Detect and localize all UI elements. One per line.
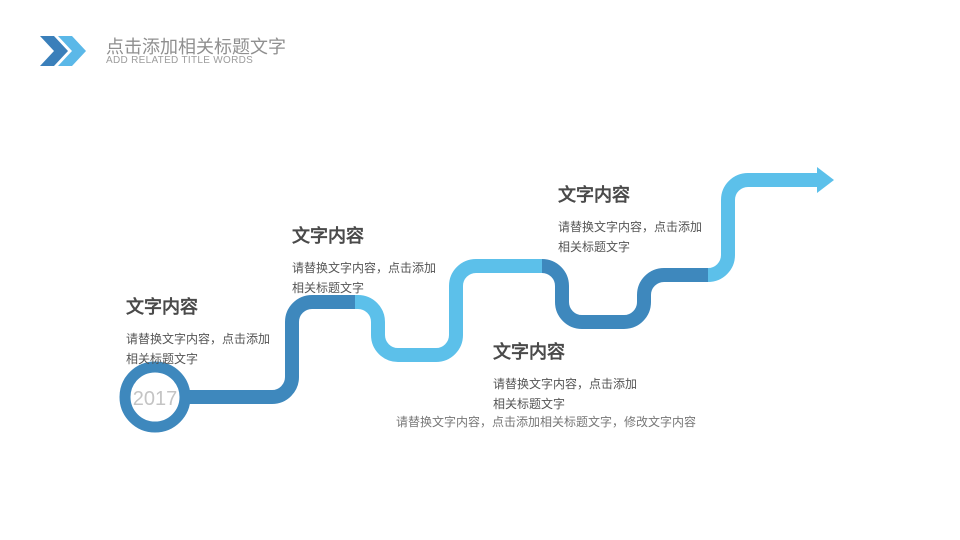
- milestone-description: 请替换文字内容，点击添加相关标题文字: [558, 220, 703, 254]
- double-chevron-logo-icon: [40, 36, 86, 66]
- path-segment-4: [707, 173, 818, 282]
- milestone-3: 文字内容 请替换文字内容，点击添加相关标题文字: [493, 338, 668, 414]
- page-subtitle: ADD RELATED TITLE WORDS: [106, 55, 254, 66]
- path-arrowhead-icon: [817, 167, 834, 193]
- start-year-label: 2017: [132, 388, 178, 410]
- milestone-1: 文字内容 请替换文字内容，点击添加相关标题文字: [126, 293, 301, 369]
- milestone-4: 文字内容 请替换文字内容，点击添加相关标题文字: [558, 181, 733, 257]
- milestone-description: 请替换文字内容，点击添加相关标题文字: [126, 332, 271, 366]
- milestone-title: 文字内容: [558, 185, 630, 206]
- milestone-title: 文字内容: [493, 342, 565, 363]
- logo-chevron-light: [58, 36, 86, 66]
- milestone-title: 文字内容: [292, 226, 364, 247]
- logo-chevron-dark: [40, 36, 68, 66]
- page-title: 点击添加相关标题文字: [106, 37, 286, 58]
- path-segment-1: [185, 295, 355, 404]
- path-segment-3: [541, 259, 708, 329]
- timeline-caption: 请替换文字内容，点击添加相关标题文字，修改文字内容: [395, 415, 696, 429]
- start-circle: [119, 361, 191, 433]
- milestone-description: 请替换文字内容，点击添加相关标题文字: [493, 377, 638, 411]
- milestone-title: 文字内容: [126, 297, 198, 318]
- milestone-description: 请替换文字内容，点击添加相关标题文字: [292, 261, 437, 295]
- path-segment-2: [355, 259, 542, 362]
- milestone-2: 文字内容 请替换文字内容，点击添加相关标题文字: [292, 222, 467, 298]
